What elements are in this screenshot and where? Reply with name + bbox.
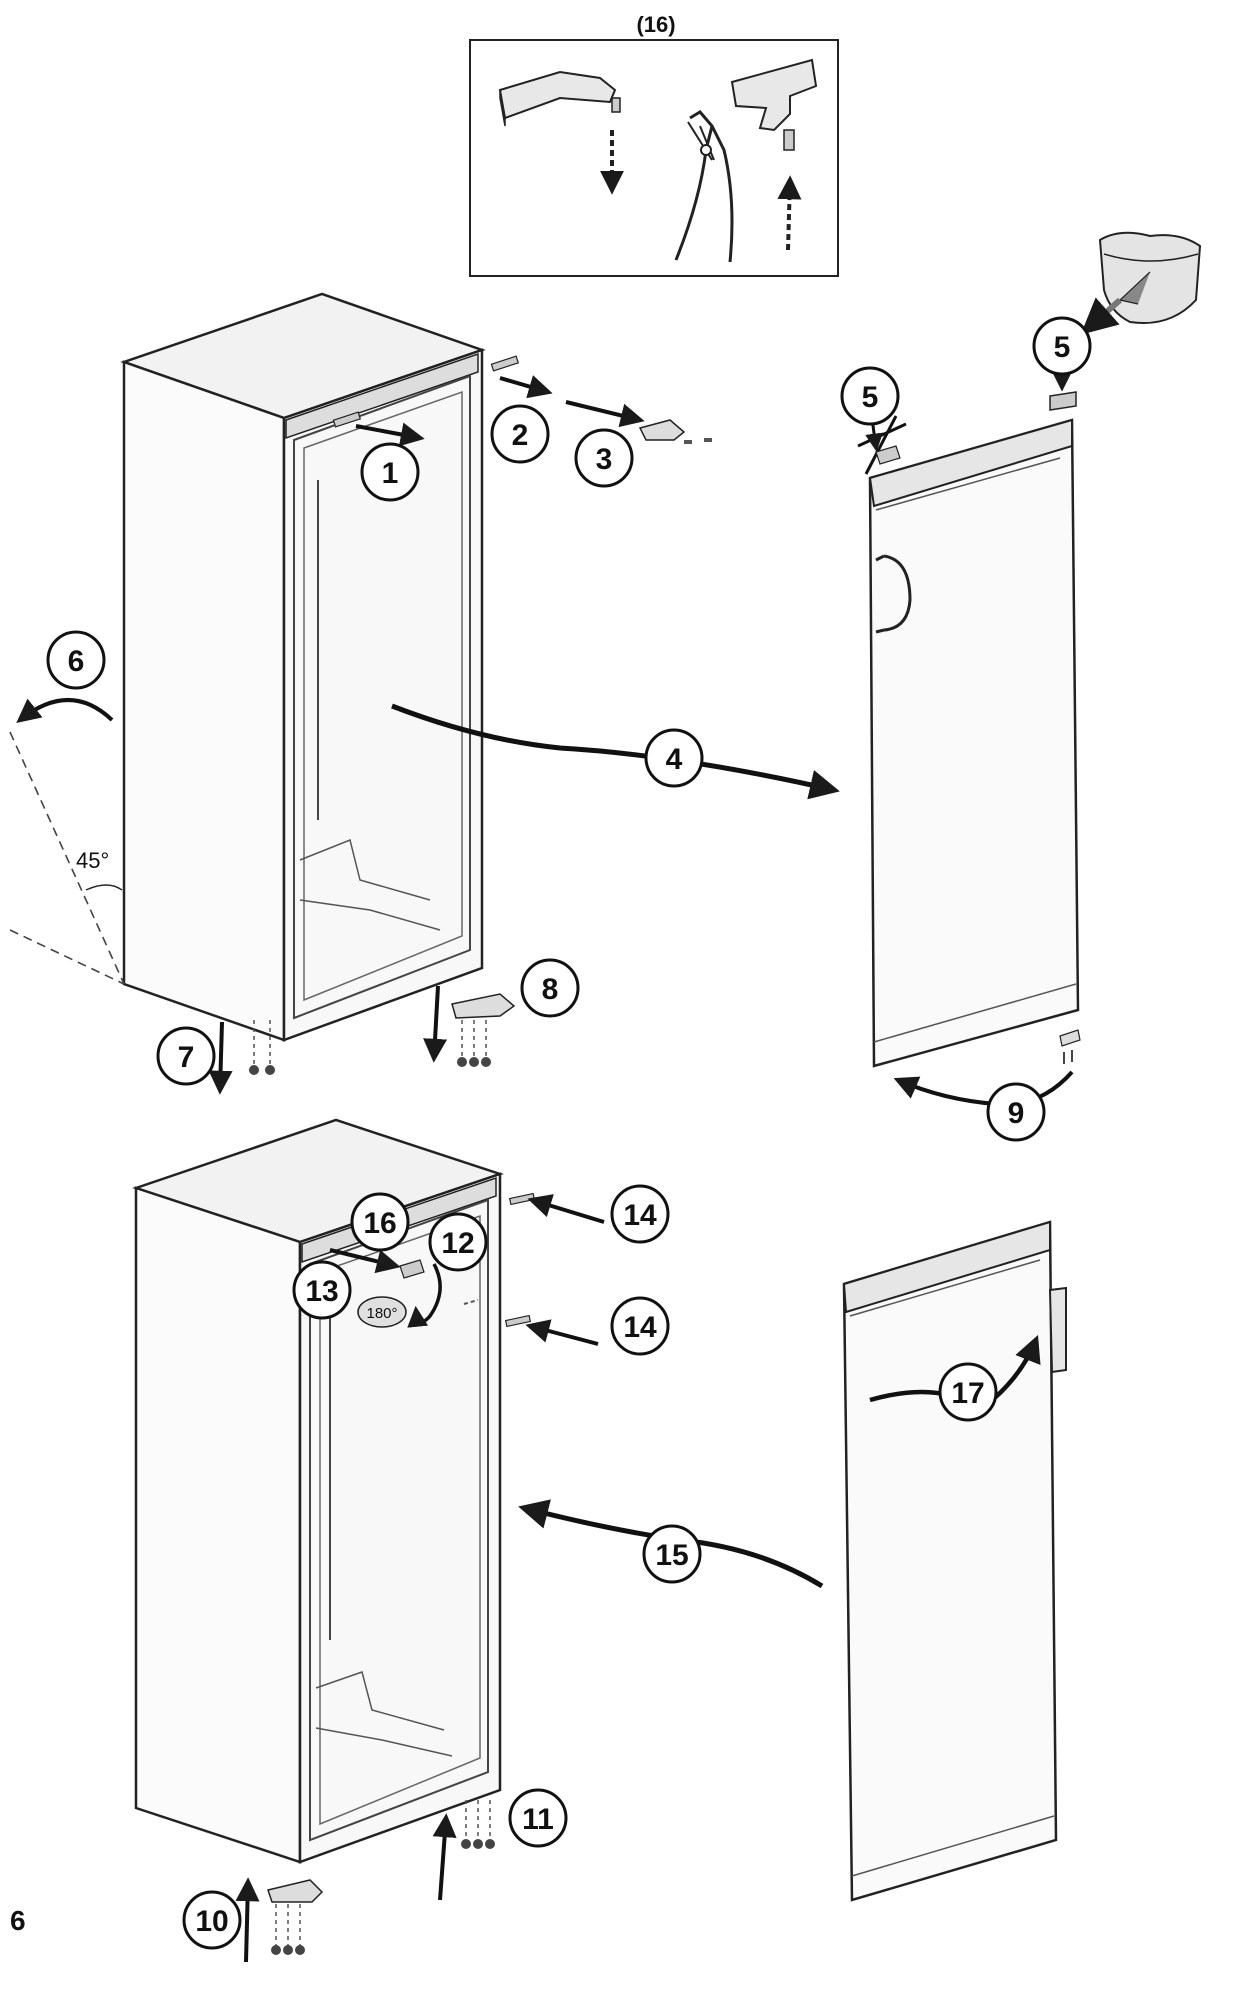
- top-hinge-part: [638, 419, 712, 444]
- step-7: 7: [156, 1026, 216, 1086]
- step-2: 2: [490, 404, 550, 464]
- hinge-bracket-right: [730, 58, 818, 251]
- svg-text:16: 16: [363, 1207, 396, 1240]
- door-bottom: [842, 1220, 1067, 1902]
- svg-text:9: 9: [1008, 1097, 1025, 1130]
- page-number: 6: [10, 1905, 26, 1936]
- svg-text:8: 8: [542, 973, 559, 1006]
- svg-text:11: 11: [522, 1803, 554, 1836]
- step-12: 12: [428, 1212, 488, 1272]
- step-5a: 5: [840, 366, 900, 426]
- part-bag-icon: [1098, 231, 1202, 324]
- step-15: 15: [642, 1524, 702, 1584]
- svg-text:5: 5: [1054, 331, 1071, 364]
- step-4: 4: [644, 728, 704, 788]
- step-8: 8: [520, 958, 580, 1018]
- step-16: 16: [350, 1192, 410, 1252]
- step-3: 3: [574, 428, 634, 488]
- step-10: 10: [182, 1890, 242, 1950]
- svg-text:15: 15: [655, 1539, 688, 1572]
- svg-text:13: 13: [305, 1275, 338, 1308]
- step-17: 17: [938, 1362, 998, 1422]
- fridge-cabinet-top: [120, 292, 520, 1042]
- hinge-bracket-left: [498, 70, 624, 195]
- svg-text:3: 3: [596, 443, 613, 476]
- step-arrows-top: [355, 375, 840, 800]
- inset-title: (16): [636, 12, 675, 37]
- step-9: 9: [986, 1082, 1046, 1142]
- step-13: 13: [292, 1260, 352, 1320]
- svg-text:14: 14: [623, 1311, 657, 1344]
- door-top: [857, 231, 1202, 1107]
- rotation-label: 180°: [366, 1305, 397, 1322]
- svg-text:6: 6: [68, 645, 85, 678]
- svg-text:14: 14: [623, 1199, 657, 1232]
- svg-text:12: 12: [441, 1227, 474, 1260]
- step-1: 1: [360, 442, 420, 502]
- svg-text:2: 2: [512, 419, 529, 452]
- bottom-screws-top: [208, 985, 516, 1095]
- step-5b: 5: [1032, 316, 1092, 376]
- step-14a: 14: [610, 1184, 670, 1244]
- svg-text:17: 17: [951, 1377, 984, 1410]
- angle-label: 45°: [76, 848, 109, 873]
- svg-text:10: 10: [195, 1905, 228, 1938]
- inset-hinge-pin-box: (16): [469, 12, 839, 277]
- tilt-angle-indicator: 45°: [9, 698, 125, 985]
- svg-text:7: 7: [178, 1041, 195, 1074]
- bottom-screws-bottom: [235, 1800, 495, 1963]
- svg-text:5: 5: [862, 381, 879, 414]
- pliers-icon: [674, 110, 734, 263]
- step-6: 6: [46, 630, 106, 690]
- step-11: 11: [508, 1788, 568, 1848]
- rotation-badge: 180°: [357, 1296, 407, 1328]
- fridge-cabinet-bottom: [132, 1118, 536, 1864]
- svg-text:4: 4: [666, 743, 683, 776]
- svg-text:1: 1: [382, 457, 399, 490]
- step-14b: 14: [610, 1296, 670, 1356]
